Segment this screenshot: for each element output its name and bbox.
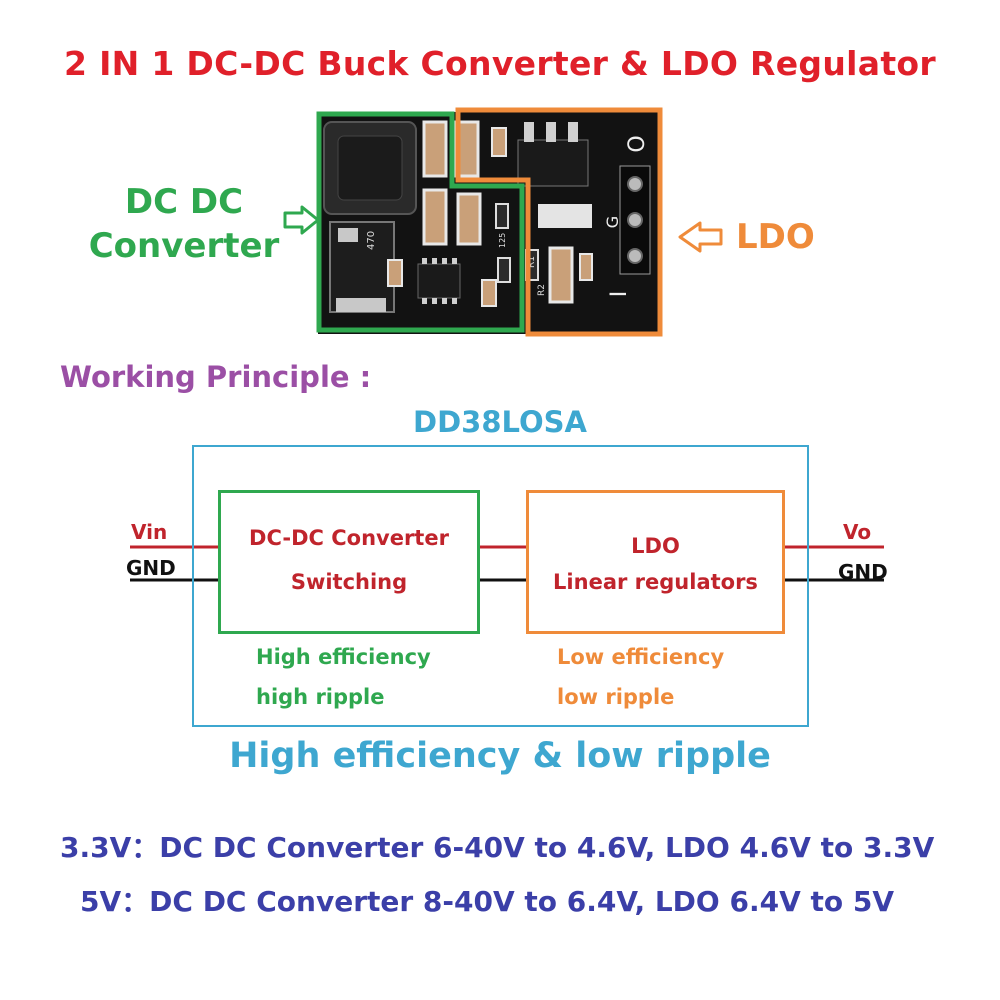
capacitor — [548, 246, 574, 304]
dcdc-note-ripple: high ripple — [256, 685, 385, 709]
silk-pin-i: I — [607, 291, 632, 298]
ldo-callout: LDO — [736, 217, 815, 257]
dcdc-stage-title: DC-DC Converter — [249, 526, 449, 550]
silk-pin-o: O — [625, 135, 650, 152]
silk-pin-g: G — [603, 216, 622, 228]
page-title: 2 IN 1 DC-DC Buck Converter & LDO Regula… — [64, 44, 936, 83]
module-model: DD38LOSA — [413, 405, 587, 439]
module-outline — [192, 445, 809, 727]
capacitor — [456, 192, 482, 246]
pin-g — [627, 212, 643, 228]
ldo-stage-title: LDO — [631, 534, 680, 558]
capacitor — [422, 120, 448, 178]
silk-125: 125 — [498, 233, 507, 248]
section-heading: Working Principle : — [60, 360, 372, 394]
ldo-stage-box: LDO Linear regulators — [526, 490, 785, 634]
ldo-stage-subtitle: Linear regulators — [553, 570, 758, 594]
spec-3v3: 3.3V：DC DC Converter 6-40V to 4.6V, LDO … — [60, 831, 935, 864]
silk-r2: R2 — [537, 284, 547, 296]
gnd-in-label: GND — [126, 556, 176, 580]
dcdc-callout-line2: Converter — [88, 226, 280, 266]
dcdc-stage-box: DC-DC Converter Switching — [218, 490, 480, 634]
pin-i — [627, 248, 643, 264]
dcdc-callout: DC DC Converter — [86, 180, 282, 268]
heat-pad — [538, 204, 592, 228]
pcb-board-image: 470 125 R1 R2 O G I — [316, 107, 663, 337]
dcdc-stage-subtitle: Switching — [290, 570, 408, 594]
vo-label: Vo — [843, 520, 872, 544]
gnd-out-label: GND — [838, 560, 888, 584]
dcdc-note-efficiency: High efficiency — [256, 645, 431, 669]
ldo-note-ripple: low ripple — [557, 685, 675, 709]
ldo-region-outline — [455, 107, 663, 337]
silk-470: 470 — [366, 231, 377, 250]
silk-r1: R1 — [527, 256, 537, 268]
dcdc-callout-line1: DC DC — [124, 182, 244, 222]
left-arrow-icon — [678, 221, 723, 253]
ldo-note-efficiency: Low efficiency — [557, 645, 725, 669]
dcdc-region-outline — [316, 111, 525, 333]
ic-chip — [417, 263, 461, 299]
tagline: High efficiency & low ripple — [229, 736, 771, 776]
vin-label: Vin — [131, 520, 168, 544]
spec-5v: 5V：DC DC Converter 8-40V to 6.4V, LDO 6.… — [80, 885, 895, 918]
right-arrow-icon — [283, 205, 320, 235]
capacitor — [422, 188, 448, 246]
pin-o — [627, 176, 643, 192]
